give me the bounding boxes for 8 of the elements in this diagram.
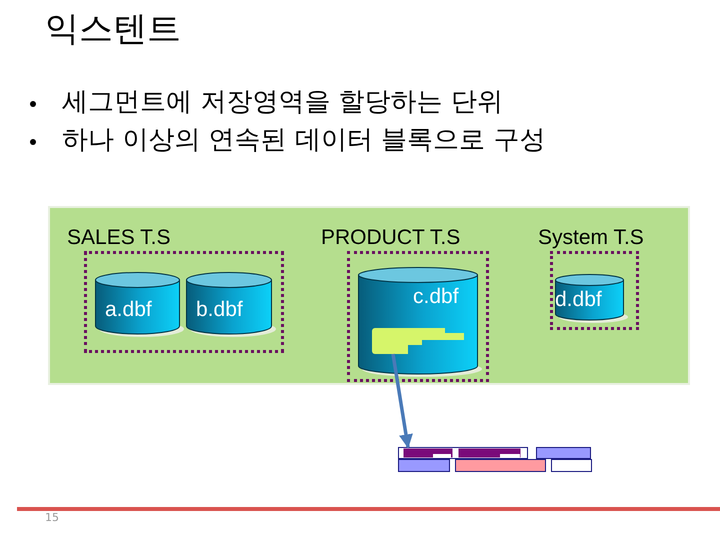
page-number: 15	[45, 511, 59, 524]
bullet-text: 세그먼트에 저장영역을 할당하는 단위	[62, 86, 503, 119]
bullet-text: 하나 이상의 연속된 데이터 블록으로 구성	[62, 124, 546, 157]
tablespace-panel	[48, 206, 690, 385]
tablespace-label: PRODUCT T.S	[321, 226, 460, 250]
tablespace-label: SALES T.S	[67, 226, 171, 250]
tablespace-label: System T.S	[538, 226, 644, 250]
slide-title: 익스텐트	[45, 8, 181, 51]
